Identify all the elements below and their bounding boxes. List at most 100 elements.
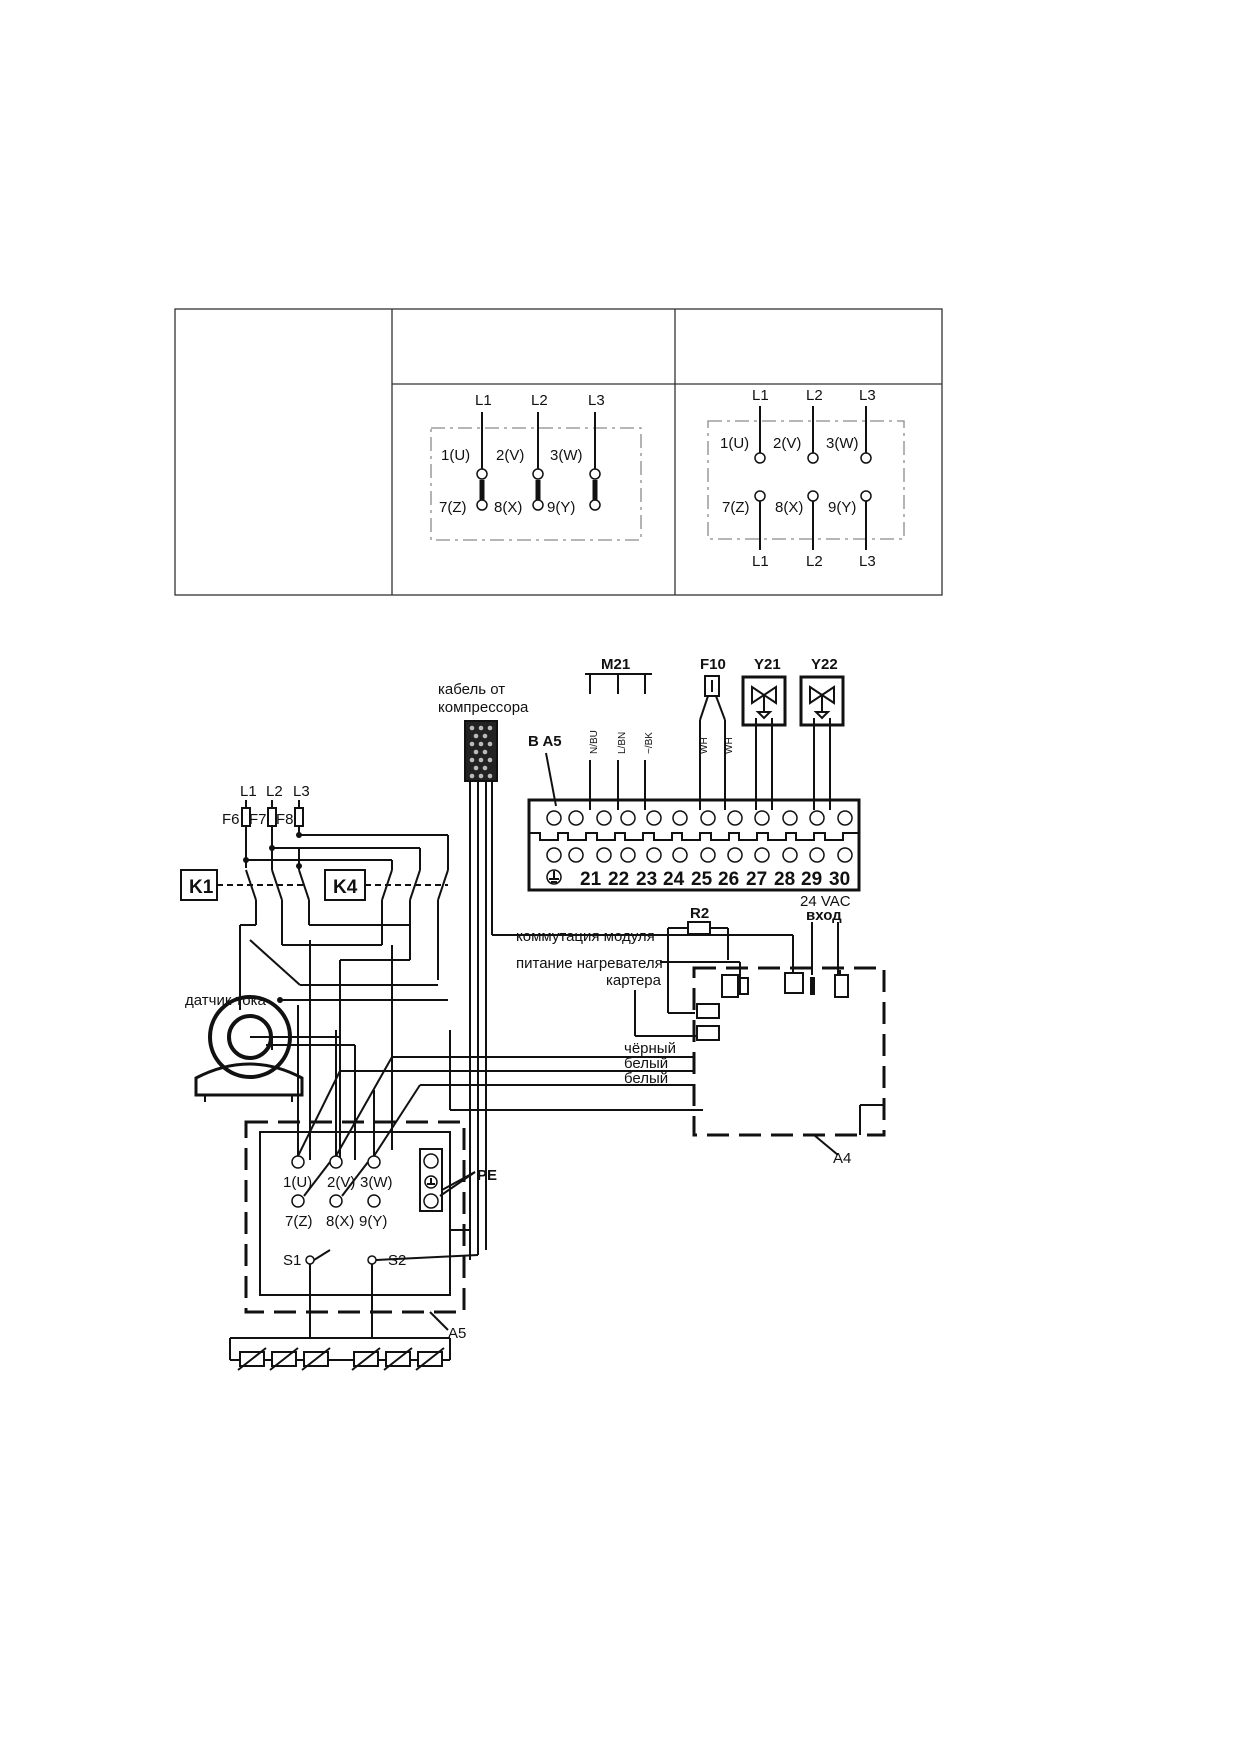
junction-dot: [243, 857, 249, 863]
y21-label: Y21: [754, 656, 781, 673]
supply-label-l3: L3: [293, 783, 310, 800]
motor-terminal-y: [367, 1194, 381, 1208]
sensor-label-s2: S2: [388, 1252, 406, 1269]
heater-power-label-1: питание нагревателя: [516, 955, 663, 972]
supply-label-l1: L1: [240, 783, 257, 800]
terminal-box-outline: [707, 420, 905, 540]
a4-module: A4: [692, 966, 886, 1167]
motor-terminal-w: [367, 1155, 381, 1169]
m21-label: M21: [601, 656, 630, 673]
vac-input-label-2: вход: [806, 907, 842, 924]
star-terminal-x: [532, 499, 544, 511]
wire-color-white-2: белый: [624, 1070, 668, 1087]
pe-terminal-2: [423, 1193, 439, 1209]
delta-terminal-u: [754, 452, 766, 464]
star-connection-diagram: L1 L2 L3 1(U) 2(V) 3(W) 7(Z) 8(X) 9(Y): [430, 392, 642, 541]
delta-connection-diagram: L1 L2 L3 1(U) 2(V) 3(W) 7(Z) 8(X) 9(Y) L…: [707, 387, 905, 570]
sensor-label-s1: S1: [283, 1252, 301, 1269]
a4-connector-2: [696, 1025, 720, 1041]
junction-dot: [277, 997, 283, 1003]
star-terminal-v: [532, 468, 544, 480]
table-border: [174, 308, 943, 596]
a4-connector-1: [696, 1003, 720, 1019]
star-upper-3w: 3(W): [550, 447, 583, 464]
delta-terminal-w: [860, 452, 872, 464]
compressor-cable-label-2: компрессора: [438, 699, 529, 716]
ground-terminal-icon: [546, 869, 562, 885]
star-lower-9y: 9(Y): [547, 499, 575, 516]
module-switching-label: коммутация модуля: [516, 928, 655, 945]
vac-terminal: [810, 977, 815, 995]
delta-terminal-x: [807, 490, 819, 502]
terminal-box-outline: [430, 427, 642, 541]
terminal-number-21: 21: [580, 869, 602, 890]
terminal-number-23: 23: [636, 869, 657, 890]
compressor-cable-connector: [464, 720, 498, 782]
y22-valve: Y22: [799, 656, 845, 810]
delta-terminal-y: [860, 490, 872, 502]
delta-top-label-l1: L1: [752, 387, 769, 404]
vac-input: 24 VAC вход: [800, 893, 851, 998]
y22-box: [799, 675, 845, 727]
heater-connector: [721, 974, 739, 998]
fuse-label-f7: F7: [249, 811, 267, 828]
f10-wire-wh-1: WH: [699, 737, 710, 754]
delta-terminal-z: [754, 490, 766, 502]
y22-valve-icon: [809, 685, 835, 705]
motor-upper-3w: 3(W): [360, 1174, 393, 1191]
motor-lower-9y: 9(Y): [359, 1213, 387, 1230]
terminal-number-22: 22: [608, 869, 629, 890]
a5-module: A5 1(U) 2(V) 3(W) 7(Z) 8(X) 9(Y) PE S1: [244, 1005, 497, 1342]
fuse-label-f6: F6: [222, 811, 240, 828]
a4-connections: коммутация модуля питание нагревателя ка…: [340, 928, 804, 1087]
sensor-terminal-s2: [367, 1255, 377, 1265]
delta-bottom-label-l3: L3: [859, 553, 876, 570]
delta-lower-9y: 9(Y): [828, 499, 856, 516]
contactor-k1-label: K1: [189, 877, 214, 898]
contactor-k4-label: K4: [333, 877, 358, 898]
a4-label: A4: [833, 1150, 851, 1167]
y22-label: Y22: [811, 656, 838, 673]
y21-valve-icon: [751, 685, 777, 705]
terminal-block: B A5 21 22 23 24 25 26 27 28 29: [527, 733, 861, 892]
f10-wire-wh-2: WH: [724, 737, 735, 754]
wire-color-white-1: белый: [624, 1055, 668, 1072]
f10-label: F10: [700, 656, 726, 673]
current-sensor-base: [194, 1062, 304, 1097]
y21-valve: Y21: [741, 656, 787, 810]
fuse-f7: [267, 807, 277, 827]
sensor-terminal-s1: [305, 1255, 315, 1265]
star-terminal-z: [476, 499, 488, 511]
thermistor-chain: [229, 1337, 451, 1371]
fuse-f6: [241, 807, 251, 827]
delta-upper-2v: 2(V): [773, 435, 801, 452]
star-upper-2v: 2(V): [496, 447, 524, 464]
f10-component: F10 WH WH: [699, 656, 735, 810]
thermistor-icons: [237, 1347, 445, 1371]
motor-terminal-x: [329, 1194, 343, 1208]
module-switching-connector: [784, 972, 804, 994]
star-upper-1u: 1(U): [441, 447, 470, 464]
a4-module-outline: [692, 966, 886, 1137]
m21-component: M21 N/BU L/BN ~/BK: [585, 656, 655, 810]
star-lower-8x: 8(X): [494, 499, 522, 516]
r2-resistor: R2: [667, 905, 729, 1014]
connection-table: [174, 308, 943, 596]
terminal-screws-bottom: [546, 847, 853, 863]
r2-body: [687, 921, 711, 935]
delta-lower-8x: 8(X): [775, 499, 803, 516]
contactor-k4: K4: [324, 835, 449, 980]
compressor-cable: кабель от компрессора: [438, 681, 793, 1260]
star-lower-7z: 7(Z): [439, 499, 467, 516]
star-terminal-y: [589, 499, 601, 511]
contactor-k4-box: [324, 869, 366, 901]
star-terminal-u: [476, 468, 488, 480]
m21-wire-n-bu: N/BU: [589, 730, 600, 754]
star-terminal-w: [589, 468, 601, 480]
terminal-number-28: 28: [774, 869, 795, 890]
motor-lower-7z: 7(Z): [285, 1213, 313, 1230]
r2-label: R2: [690, 905, 709, 922]
m21-wire-l-bn: L/BN: [617, 732, 628, 754]
terminal-number-25: 25: [691, 869, 713, 890]
